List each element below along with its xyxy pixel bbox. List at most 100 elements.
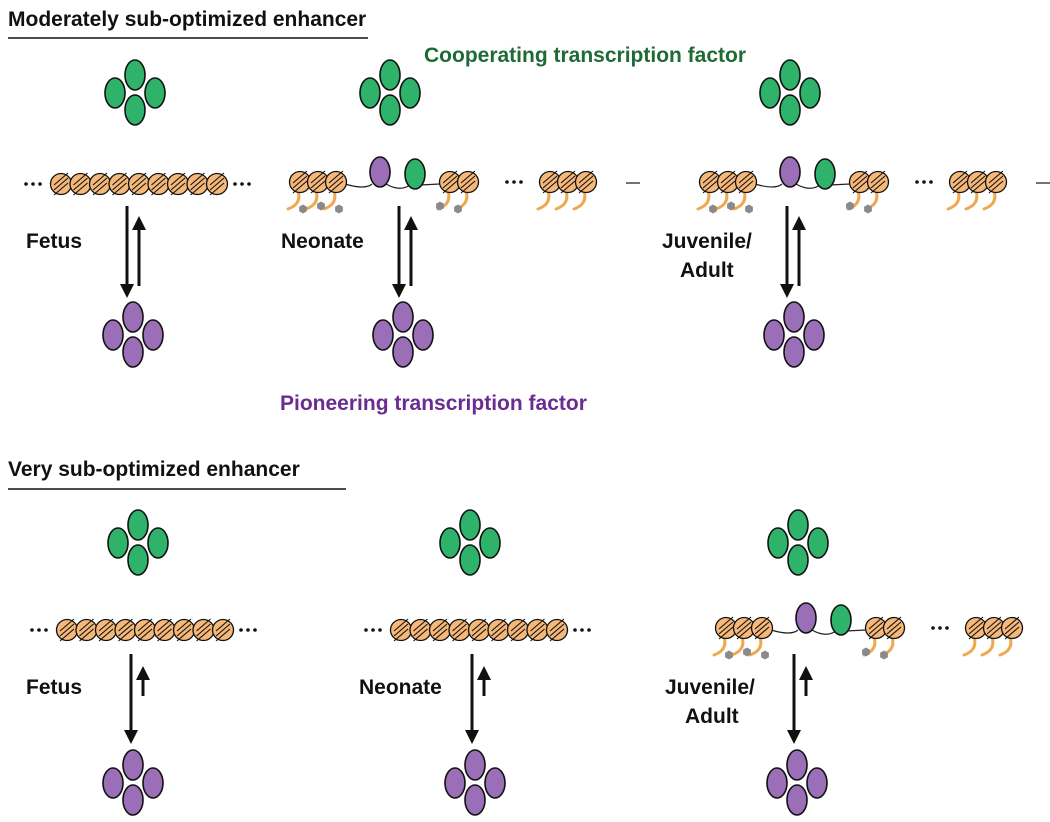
dna-wrap [118, 618, 133, 632]
dna-wrap [968, 626, 984, 640]
ellipsis-dots [512, 180, 516, 184]
histone-modification-mark [299, 204, 307, 214]
pioneering-factor-cluster [102, 767, 124, 799]
equilibrium-arrow [136, 666, 150, 680]
dna-wrap [292, 170, 308, 184]
dna-wrap [952, 175, 968, 189]
cooperating-factor-cluster [799, 77, 821, 109]
histone-modification-mark [745, 204, 753, 214]
cooperating-factor-label: Cooperating transcription factor [424, 44, 746, 67]
ellipsis-dots [38, 182, 42, 186]
pioneering-factor-cluster [766, 767, 788, 799]
dna-wrap [170, 172, 186, 186]
pioneering-factor-cluster [122, 301, 144, 333]
dna-wrap [432, 618, 448, 632]
equilibrium-arrow [120, 284, 134, 298]
dna-wrap [112, 172, 127, 186]
dna-wrap [988, 175, 1004, 189]
pioneering-factor-cluster [122, 336, 144, 368]
dna-wrap [988, 180, 1004, 194]
dna-wrap [542, 175, 558, 189]
nucleosome [848, 170, 872, 194]
cooperating-factor-cluster [124, 59, 146, 91]
pioneering-factor-cluster [783, 301, 805, 333]
dna-wrap [137, 628, 153, 642]
dna-wrap [53, 182, 69, 196]
dna-wrap [79, 628, 94, 642]
dna-wrap [196, 623, 211, 637]
dna-wrap [471, 623, 487, 637]
pioneering-factor-cluster [372, 319, 394, 351]
dna-wrap [491, 628, 506, 642]
nucleosome [545, 618, 569, 642]
dna-wrap [578, 175, 594, 189]
dna-wrap [491, 623, 506, 637]
histone-tail [304, 189, 319, 211]
dna-wrap [868, 626, 884, 640]
ellipsis-dots [378, 628, 382, 632]
stage-label-juvenile: Juvenile/ [662, 230, 752, 253]
dna-wrap [393, 618, 409, 632]
histone-tail [286, 189, 301, 211]
cooperating-factor-cluster [459, 544, 481, 576]
histone-modification-mark [454, 204, 462, 214]
histone-modification-mark [761, 650, 769, 660]
dna-wrap [98, 623, 114, 637]
dna-wrap [92, 172, 108, 186]
dna-wrap [870, 175, 886, 189]
dna-wrap [886, 616, 902, 630]
histone-tail [946, 189, 961, 211]
cooperating-factor-cluster [144, 77, 166, 109]
pioneering-factor-cluster [763, 319, 785, 351]
equilibrium-arrow [404, 216, 418, 230]
nucleosome [133, 618, 157, 642]
ellipsis-dots [44, 628, 48, 632]
dna-wrap [852, 180, 868, 194]
dna-wrap [328, 170, 344, 184]
ellipsis-dots [233, 182, 237, 186]
linker-dna [754, 182, 1050, 189]
dna-wrap [310, 175, 326, 189]
dna-wrap [452, 628, 467, 642]
nucleosome [324, 170, 348, 194]
nucleosome [94, 618, 118, 642]
cooperating-factor-cluster [767, 527, 789, 559]
nucleosome [186, 172, 209, 196]
dna-wrap [170, 177, 186, 191]
dna-wrap [209, 182, 225, 196]
dna-wrap [1004, 626, 1020, 640]
dna-wrap [176, 628, 192, 642]
dna-wrap [542, 180, 558, 194]
dna-wrap [215, 623, 231, 637]
dna-wrap [118, 623, 133, 637]
nucleosome [172, 618, 196, 642]
nucleosome [526, 618, 549, 642]
pioneering-factor-cluster [484, 767, 506, 799]
dna-wrap [560, 175, 576, 189]
dna-wrap [530, 618, 545, 632]
stage-label-neonate: Neonate [281, 230, 364, 253]
cooperating-factor-cluster [787, 544, 809, 576]
dna-wrap [460, 175, 476, 189]
dna-wrap [413, 618, 428, 632]
section-title-moderate: Moderately sub-optimized enhancer [8, 8, 366, 31]
histone-tail [572, 189, 587, 211]
histone-modification-mark [725, 650, 733, 660]
dna-wrap [59, 623, 75, 637]
histone-modification-mark [317, 201, 325, 211]
dna-wrap [131, 172, 147, 186]
cooperating-factor-cluster [379, 94, 401, 126]
ellipsis-dots [519, 180, 523, 184]
histone-modification-mark [436, 201, 444, 211]
dna-wrap [952, 170, 968, 184]
equilibrium-arrow [792, 216, 806, 230]
dna-wrap [578, 170, 594, 184]
dna-wrap [736, 616, 752, 630]
dna-wrap [986, 621, 1002, 635]
linker-dna [770, 629, 867, 635]
ellipsis-dots [922, 180, 926, 184]
dna-wrap [549, 618, 565, 632]
dna-wrap [92, 182, 108, 196]
ellipsis-dots [30, 628, 34, 632]
nucleosome [428, 618, 452, 642]
